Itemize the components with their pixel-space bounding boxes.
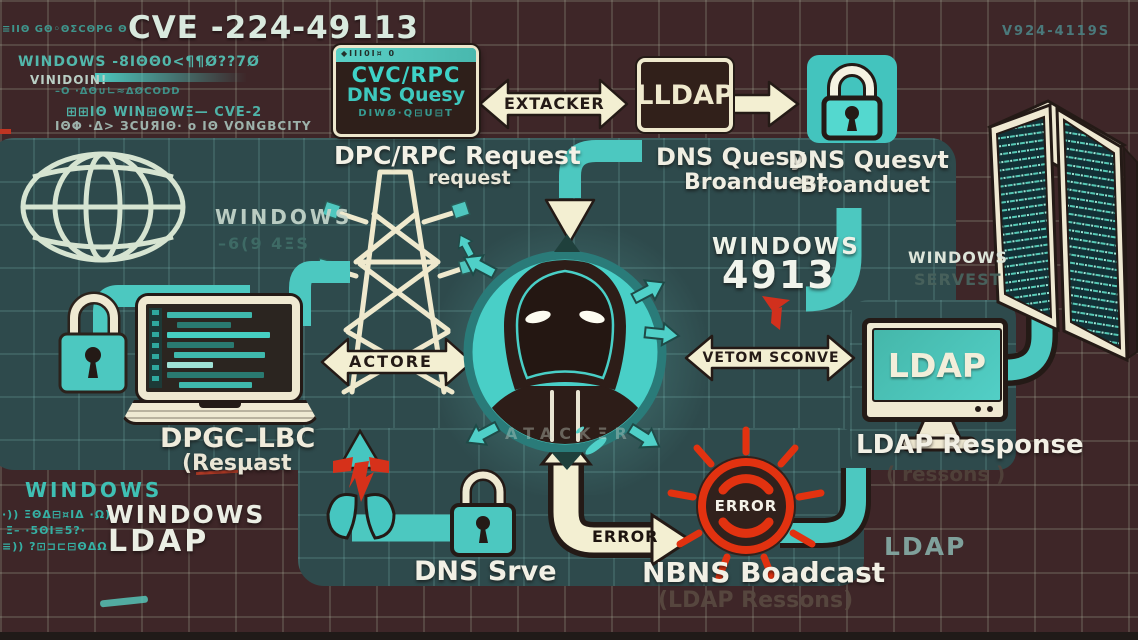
down-arrowhead (544, 198, 596, 244)
comet-dashes (575, 426, 607, 455)
dns-server-label: DNS Srve (414, 556, 557, 587)
lock-icon-bottom (450, 469, 516, 557)
dpgc-lbc-label-line2: (Resµast (182, 451, 292, 476)
garbled-glyph-line: ≡)) ?⊡⊐⊏⊟ΘΔΩ (2, 540, 108, 553)
garbled-code-line: –O ·ΔΘ∪∟≈ΔØCODD (55, 86, 181, 97)
dpgc-lbc-label-line1: DPGC–LBC (160, 423, 316, 454)
dns-query-broadcast-label-line1: DNS Quesy (656, 143, 806, 171)
laptop-keyboard (120, 400, 320, 425)
lldap-box: LLDAP (636, 58, 734, 132)
lock-icon-top (807, 55, 897, 143)
dns-query-broadcast2-label-line2: Broanduet (800, 173, 931, 198)
error-arrow-label: ERROR (592, 527, 659, 546)
windows-4913-number: 4913 (722, 253, 836, 297)
windows-4913-label: WINDOWS (712, 234, 860, 260)
code-editor-sidebar (149, 308, 162, 388)
windows-label-left-sub: –6(9 4ΞS (218, 234, 310, 253)
rpc-box-line3: DIWØ·Q⊟U⊟T (358, 107, 454, 119)
windows-ldap-line1: WINDOWS (106, 500, 266, 529)
red-underline-dash (196, 469, 239, 475)
server-rack-icon (986, 99, 1138, 363)
cream-arrows (320, 78, 856, 387)
dns-query-broadcast2-label-line1: DNS Quesvt (788, 146, 949, 174)
ldap-response-sublabel: ( ressons ) (886, 462, 1006, 486)
rpc-box-line1: CVC/RPC (351, 63, 461, 87)
monitor-button-dot (987, 406, 993, 412)
corner-code: V924-4119S (1002, 24, 1111, 39)
windows-ldap-line2: LDAP (108, 524, 210, 559)
page-title: CVE -224-49113 (128, 10, 420, 46)
rpc-dns-query-box: ◆III0I¤ 0 CVC/RPC DNS Quesy DIWØ·Q⊟U⊟T (333, 45, 479, 137)
garbled-code-line: ⊞⊞IΘ WIN⊞ΘWΞ— CVE-2 (66, 105, 263, 120)
monitor-button-dot (975, 406, 981, 412)
garbled-code-line: IΘΦ ·Δ> ЗCUЯIΘ· o IΘ VONGBCITY (55, 119, 312, 133)
laptop-icon (138, 296, 300, 400)
vetom-arrow (684, 334, 856, 382)
vetom-arrow-label: VETOM SCONVE (702, 350, 840, 366)
lldap-to-lock-arrow (731, 80, 800, 128)
error-burst-label: ERROR (714, 497, 778, 515)
attacker-icon (463, 234, 667, 470)
windows-teal-label: WINDOWS (25, 478, 163, 502)
attacker-chest-text: ATACKΞR (505, 424, 634, 443)
teal-bar (95, 73, 247, 82)
garbled-glyph-line: ·)) ΞΘΔ⊟¤IΔ ·Ω) (2, 508, 112, 521)
globe-icon (20, 151, 186, 263)
lock-icon-left (58, 291, 128, 394)
monitor-icon: LDAP (862, 318, 1008, 422)
garbled-code-line: ≡IIΘ GΘ◦ΘΣCΘΡG Θ (2, 24, 128, 35)
dpc-rpc-request-label: DPC/RPC Request (334, 141, 581, 170)
extacker-arrow-label: EXTACKER (504, 94, 605, 113)
extacker-arrow (478, 78, 629, 130)
garbled-glyph-line: Ξ– ·5ΘI≡5?· (6, 524, 86, 537)
windows-server-label: WINDOWS (908, 248, 1009, 267)
rpc-box-line2: DNS Quesy (346, 84, 466, 107)
nbns-broadcast-sublabel: (LDAP Ressons) (658, 588, 854, 613)
red-glyph (762, 296, 790, 330)
dpc-rpc-request-sublabel: request (428, 167, 511, 189)
actore-arrow-label: ACTORE (349, 352, 433, 371)
dns-query-broadcast-label-line2: Broanduest (684, 170, 828, 195)
windows-label-left: WINDOWS (215, 205, 353, 229)
ldap-bottom-label: LDAP (884, 532, 967, 561)
bottom-dark-bar (0, 632, 1138, 640)
code-editor-lines (167, 308, 288, 388)
garbled-code-line: WINDOWS -8IΘΘ0<¶¶Ø??7Ø (18, 54, 260, 70)
garbled-code-line: VINIDOIN! (30, 73, 108, 87)
rocket-icon (326, 428, 396, 540)
rpc-box-titlebar: ◆III0I¤ 0 (336, 48, 476, 62)
error-burst-icon (667, 426, 825, 581)
windows-server-sublabel: SERVEST (914, 270, 1002, 289)
monitor-screen: LDAP (872, 328, 1002, 402)
nbns-broadcast-label: NBNS Boadcast (642, 556, 886, 589)
ldap-response-label: LDAP Response (856, 430, 1084, 460)
red-edge-dash (0, 129, 11, 134)
